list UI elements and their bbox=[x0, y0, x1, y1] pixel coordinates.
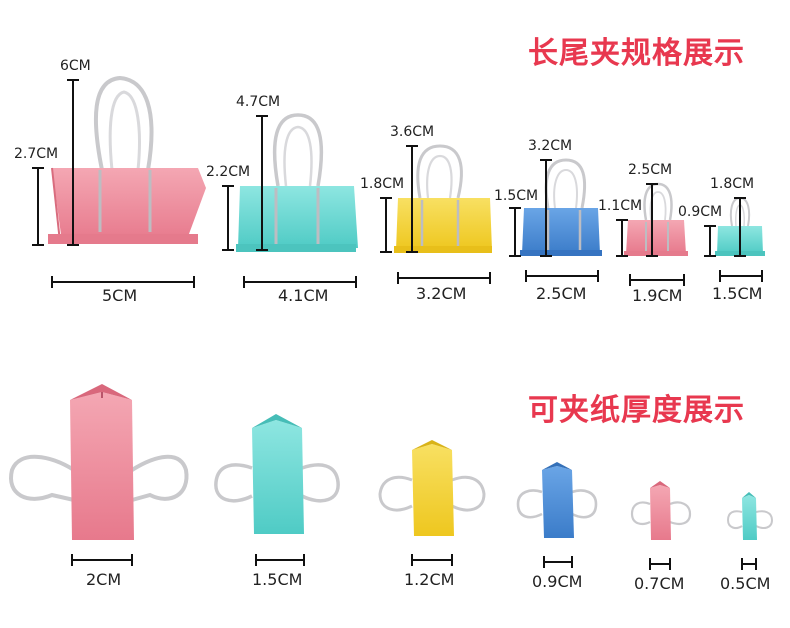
clip-3-body-height: 1.8CM bbox=[360, 176, 405, 192]
clip-4-body-height: 1.5CM bbox=[494, 188, 539, 204]
clip-1-body-height: 2.7CM bbox=[14, 146, 59, 162]
clip-1-total-height: 6CM bbox=[60, 58, 91, 74]
clip-4-width: 2.5CM bbox=[536, 284, 587, 303]
size-measure-lines bbox=[32, 79, 763, 288]
size-clip-5 bbox=[624, 182, 688, 256]
clip-6-width: 1.5CM bbox=[712, 284, 763, 303]
thickness-clip-5 bbox=[630, 481, 692, 540]
size-clip-2 bbox=[236, 113, 358, 252]
thickness-clip-6 bbox=[726, 492, 774, 540]
clip-6-total-height: 1.8CM bbox=[710, 176, 755, 192]
clip-2-body-height: 2.2CM bbox=[206, 164, 251, 180]
thickness-4-label: 0.9CM bbox=[532, 572, 583, 591]
clip-3-total-height: 3.6CM bbox=[390, 124, 435, 140]
clip-5-body-height: 1.1CM bbox=[598, 198, 643, 214]
thickness-measure-lines bbox=[71, 554, 757, 570]
clip-5-total-height: 2.5CM bbox=[628, 162, 673, 178]
thickness-clip-4 bbox=[516, 462, 598, 538]
clip-2-total-height: 4.7CM bbox=[236, 94, 281, 110]
thickness-clip-2 bbox=[214, 414, 340, 534]
clip-4-total-height: 3.2CM bbox=[528, 138, 573, 154]
thickness-5-label: 0.7CM bbox=[634, 574, 685, 593]
thickness-6-label: 0.5CM bbox=[720, 574, 771, 593]
size-clip-4 bbox=[520, 158, 602, 256]
size-clip-3 bbox=[394, 144, 492, 253]
thickness-1-label: 2CM bbox=[86, 570, 122, 589]
thickness-clip-3 bbox=[378, 440, 486, 536]
clip-1-width: 5CM bbox=[102, 286, 138, 305]
size-clip-1 bbox=[48, 75, 206, 244]
thickness-2-label: 1.5CM bbox=[252, 570, 303, 589]
thickness-3-label: 1.2CM bbox=[404, 570, 455, 589]
clip-2-width: 4.1CM bbox=[278, 286, 329, 305]
thickness-clip-1 bbox=[9, 384, 189, 540]
clip-3-width: 3.2CM bbox=[416, 284, 467, 303]
clip-6-body-height: 0.9CM bbox=[678, 204, 723, 220]
thickness-section-title: 可夹纸厚度展示 bbox=[528, 393, 745, 428]
size-section-title: 长尾夹规格展示 bbox=[528, 36, 745, 71]
clip-5-width: 1.9CM bbox=[632, 286, 683, 305]
